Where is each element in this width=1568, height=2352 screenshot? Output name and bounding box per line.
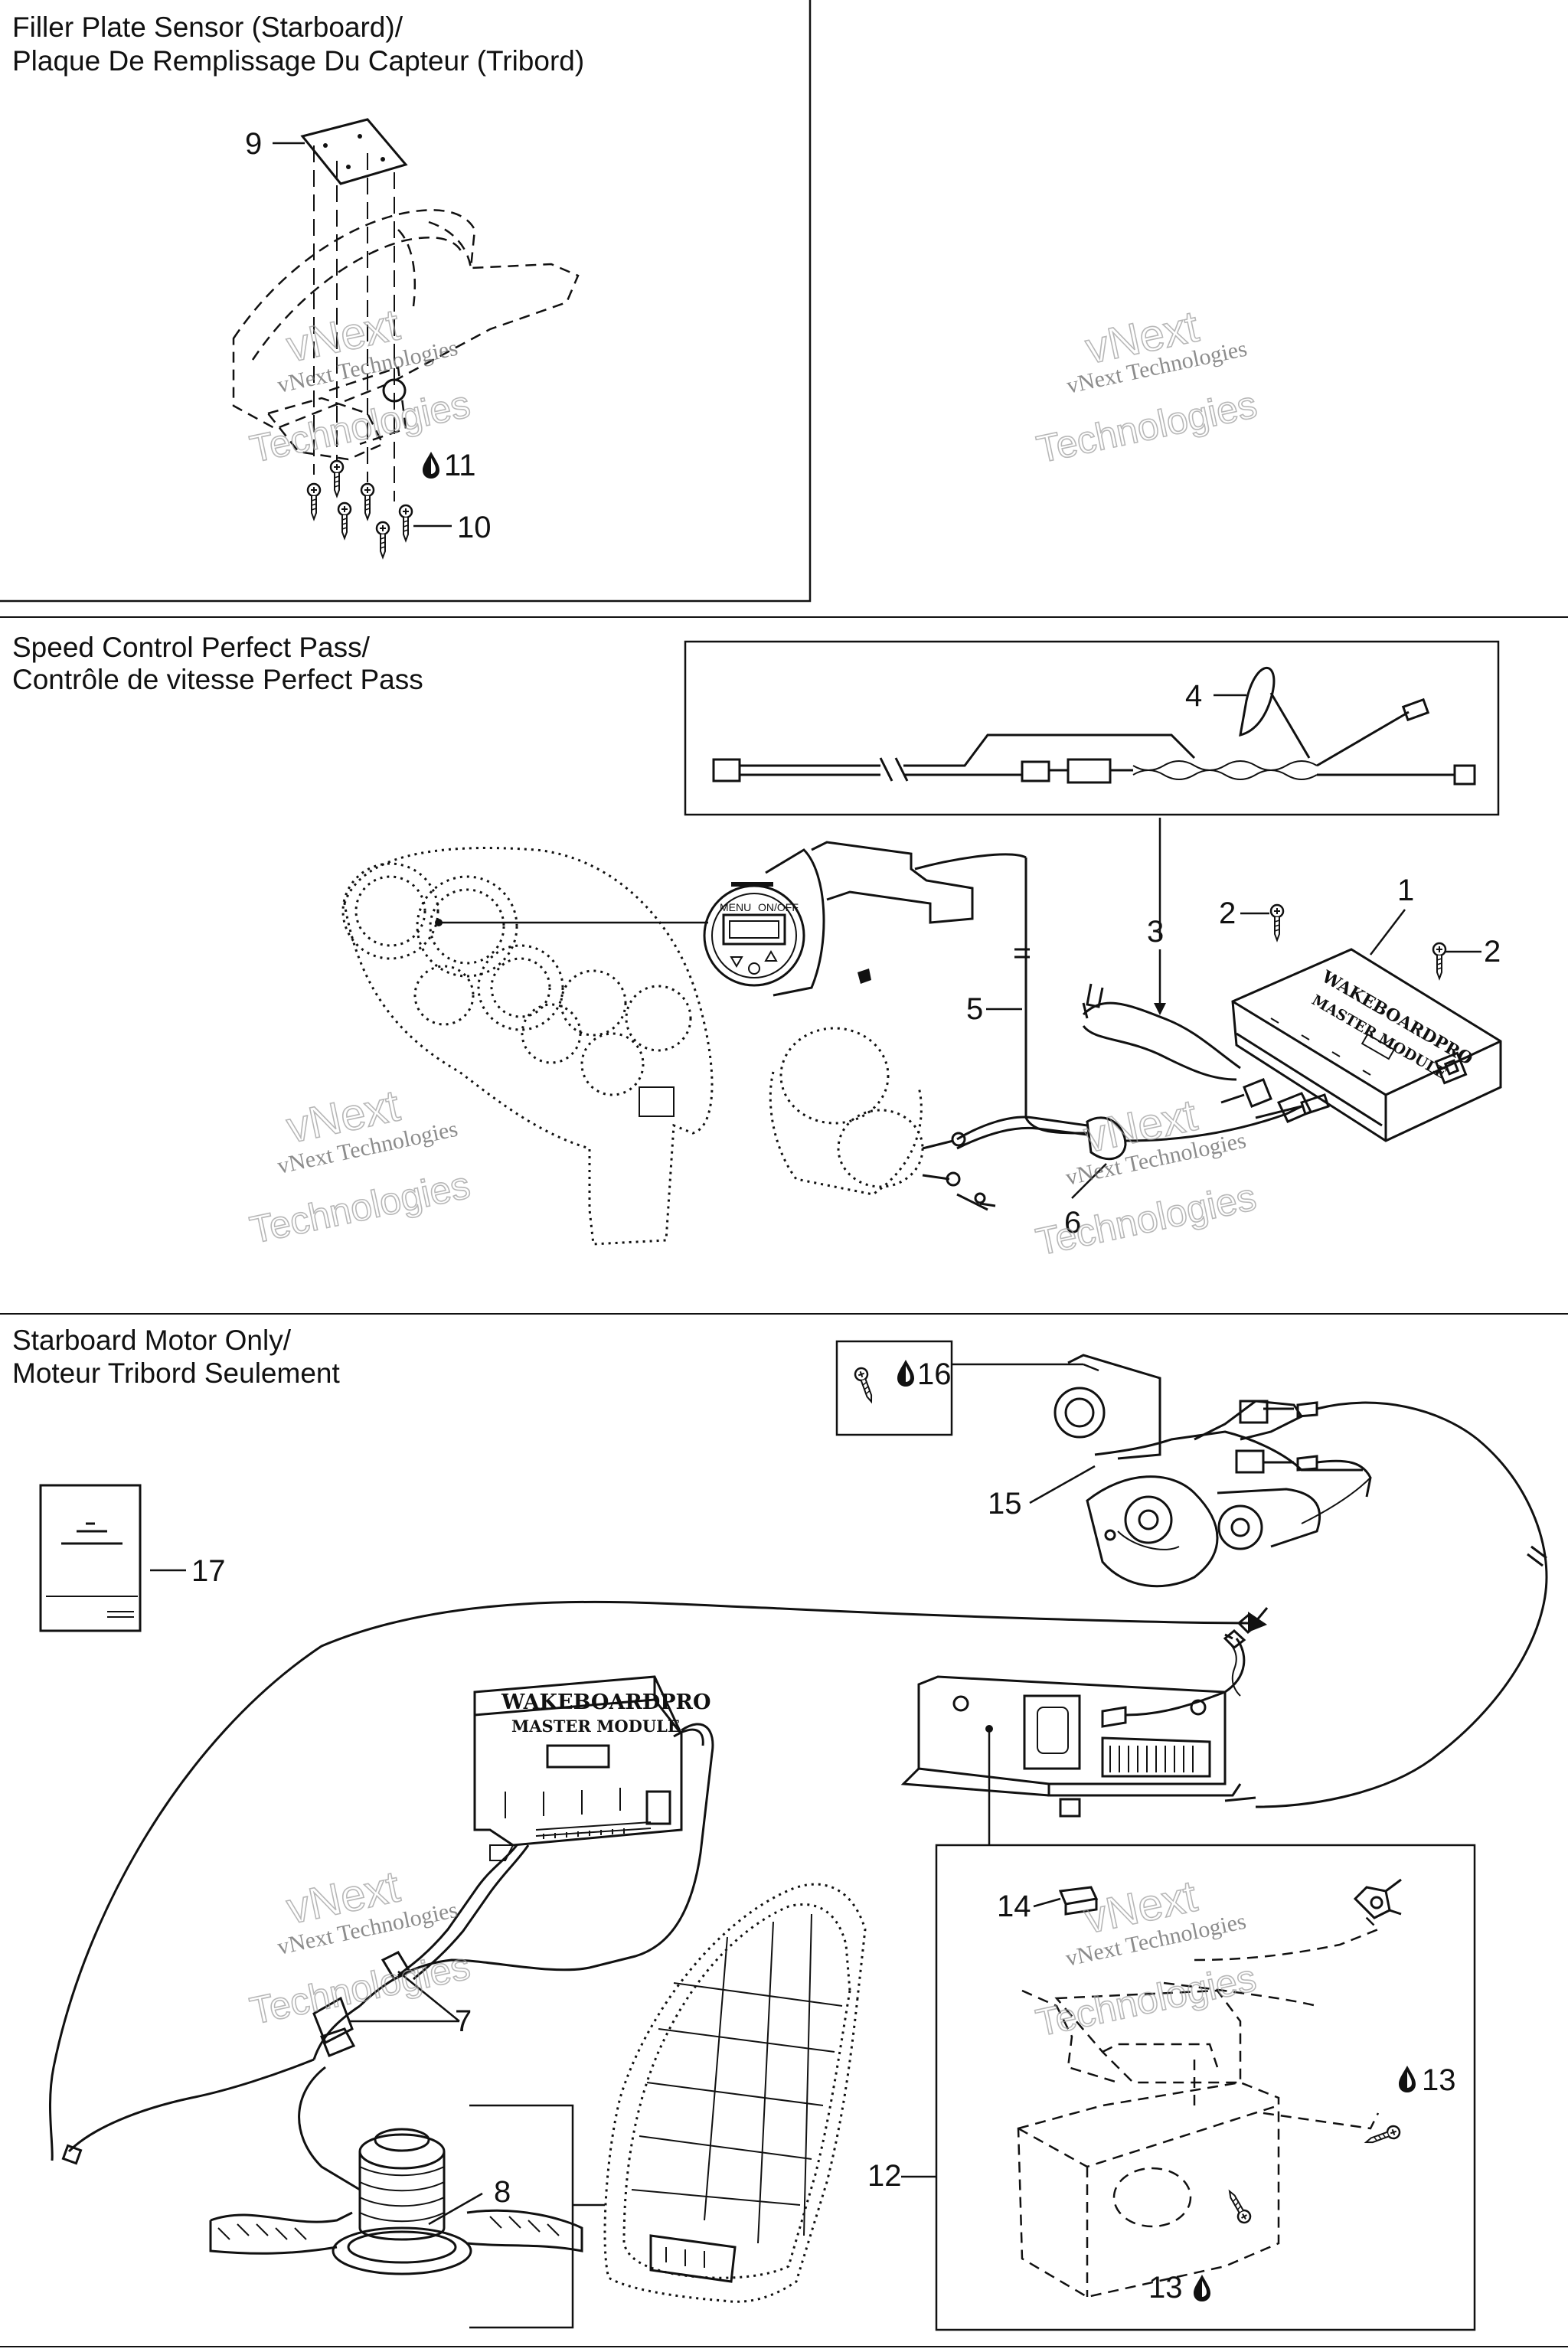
- watermark: vNext vNext Technologies Technologies: [246, 1080, 475, 1253]
- callout-7: 7: [455, 2004, 472, 2038]
- sealant-drop-icon: [1194, 2275, 1210, 2301]
- callout-17: 17: [191, 1554, 226, 1588]
- callout-5: 5: [966, 992, 983, 1026]
- title-fr: Moteur Tribord Seulement: [12, 1357, 340, 1389]
- harness-inset: [684, 640, 1500, 816]
- sealant-drop-icon: [423, 452, 439, 479]
- speed-sensor: [209, 2128, 583, 2275]
- motor-assembly: [1029, 1354, 1548, 1808]
- master-module-top: [986, 818, 1502, 1142]
- callout-9: 9: [245, 127, 262, 161]
- sealant-drop-icon: [1399, 2066, 1416, 2092]
- callout-10: 10: [457, 511, 492, 544]
- filler-plate-assembly: [232, 118, 580, 559]
- title-en: Speed Control Perfect Pass/: [12, 632, 371, 663]
- title-fr: Contrôle de vitesse Perfect Pass: [12, 664, 423, 695]
- perfect-pass-gauge: [703, 841, 1088, 1135]
- callout-12: 12: [867, 2159, 902, 2193]
- callout-15: 15: [988, 1487, 1022, 1521]
- callout-2b: 2: [1484, 935, 1501, 969]
- callout-6: 6: [1064, 1206, 1081, 1240]
- gauge-menu-label: MENU: [720, 901, 751, 913]
- callout-13b: 13: [1148, 2271, 1183, 2305]
- harness-box-inset: [901, 1844, 1476, 2331]
- watermark: vNext vNext Technologies Technologies: [1031, 1089, 1260, 1264]
- section-title-speed-control: Speed Control Perfect Pass/ Contrôle de …: [12, 632, 423, 695]
- section-title-filler-plate: Filler Plate Sensor (Starboard)/ Plaque …: [12, 11, 584, 77]
- callout-16: 16: [917, 1357, 952, 1391]
- title-en: Filler Plate Sensor (Starboard)/: [12, 11, 403, 43]
- callout-3: 3: [1147, 915, 1164, 949]
- svg-text:Technologies: Technologies: [1032, 1175, 1259, 1263]
- callout-8: 8: [494, 2175, 511, 2209]
- watermark: vNext vNext Technologies Technologies: [1031, 1870, 1260, 2045]
- sealant-drop-icon: [897, 1360, 914, 1387]
- master-module-bottom: [61, 1675, 714, 2191]
- instruction-booklet: [39, 1484, 186, 1632]
- svg-text:Technologies: Technologies: [1033, 383, 1260, 471]
- callout-1: 1: [1397, 874, 1414, 907]
- callout-13a: 13: [1422, 2063, 1456, 2097]
- gauge-onoff-label: ON/OFF: [758, 901, 799, 913]
- screw-inset: [835, 1340, 1099, 1436]
- hull-outline: [469, 1883, 867, 2329]
- mounting-bracket: [48, 1600, 1269, 2161]
- module-bottom-label-2: MASTER MODULE: [511, 1717, 680, 1736]
- callout-2a: 2: [1219, 897, 1236, 930]
- section-title-starboard-motor: Starboard Motor Only/ Moteur Tribord Seu…: [12, 1325, 340, 1389]
- callout-14: 14: [997, 1890, 1031, 1923]
- module-bottom-label-1: WAKEBOARDPRO: [501, 1690, 711, 1714]
- title-en: Starboard Motor Only/: [12, 1325, 292, 1356]
- instrument-panel: [341, 847, 714, 1246]
- watermark: vNext vNext Technologies Technologies: [246, 299, 475, 472]
- callout-11: 11: [444, 449, 476, 482]
- title-fr: Plaque De Remplissage Du Capteur (Tribor…: [12, 45, 584, 77]
- watermark: vNext vNext Technologies Technologies: [1032, 301, 1261, 472]
- sensor-cup: [769, 1027, 1330, 1211]
- svg-text:Technologies: Technologies: [1032, 1956, 1259, 2044]
- callout-4: 4: [1185, 679, 1202, 713]
